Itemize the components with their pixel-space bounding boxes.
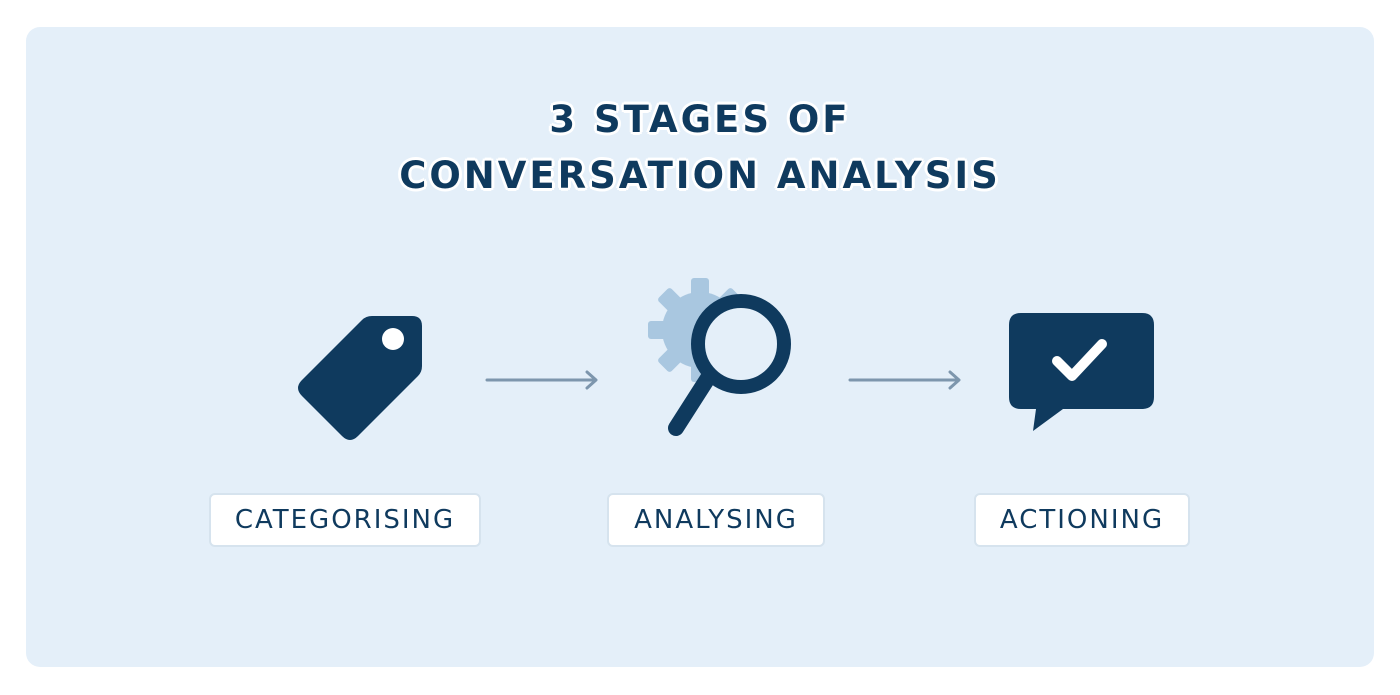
stage-label-actioning: ACTIONING (974, 493, 1190, 547)
chat-check-icon (1009, 313, 1154, 431)
tag-icon (298, 316, 422, 440)
title-line-2: CONVERSATION ANALYSIS (399, 154, 1001, 197)
stage-label-text: ACTIONING (999, 505, 1165, 535)
page-title: 3 STAGES OF CONVERSATION ANALYSIS (0, 92, 1400, 204)
stage-label-categorising: CATEGORISING (209, 493, 481, 547)
title-line-1: 3 STAGES OF (549, 98, 851, 141)
magnifier-gear-icon (648, 278, 791, 436)
stage-label-text: CATEGORISING (234, 505, 456, 535)
arrow-right-icon (848, 370, 961, 390)
arrow-right-icon (485, 370, 598, 390)
stage-label-text: ANALYSING (634, 505, 798, 535)
stage-label-analysing: ANALYSING (607, 493, 825, 547)
